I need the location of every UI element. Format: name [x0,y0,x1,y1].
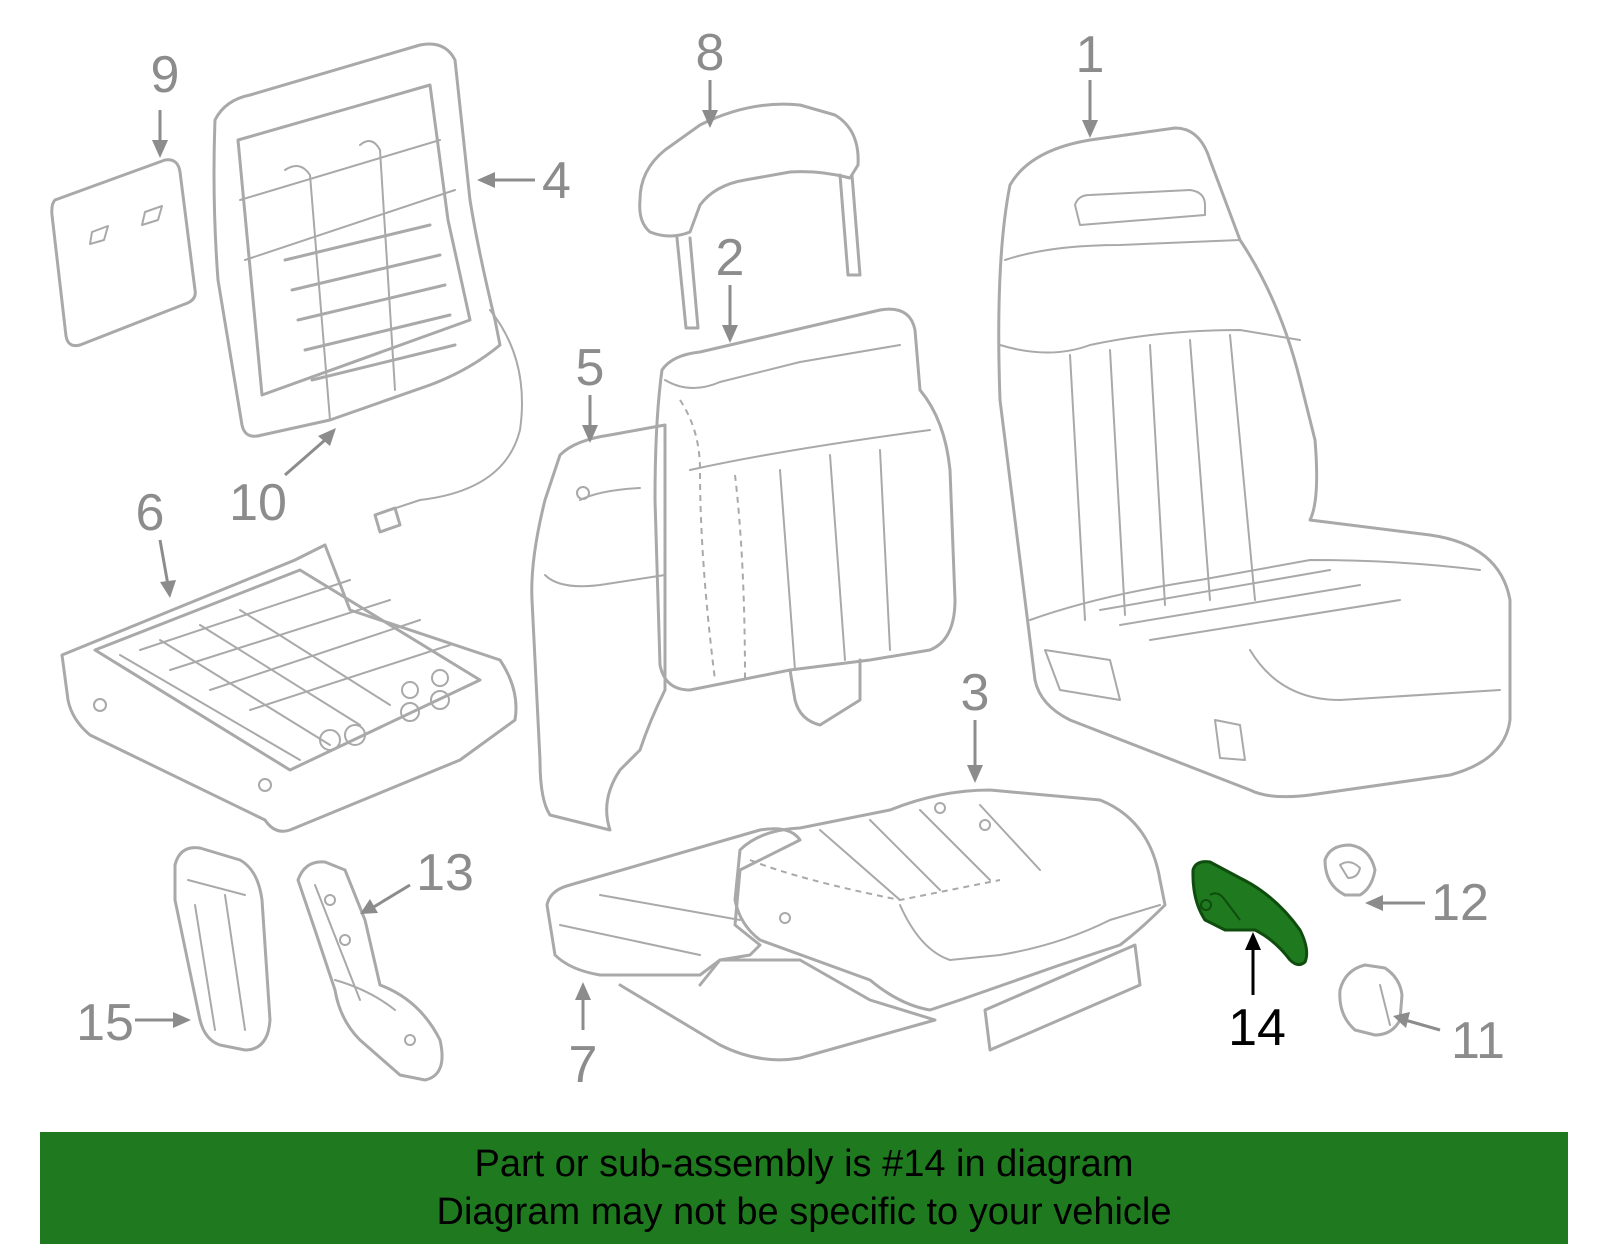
part-8-headrest [638,102,862,330]
banner-line-1: Part or sub-assembly is #14 in diagram [474,1143,1134,1185]
part-7-seat-cushion-pan [545,827,937,1062]
callout-numbers: 1 2 3 4 5 6 7 8 9 10 11 12 13 14 15 [76,24,1505,1094]
leader-10 [284,438,326,477]
callout-13: 13 [416,844,474,902]
callout-6: 6 [136,484,165,542]
callout-10: 10 [229,474,287,532]
part-2-seat-back-cushion [653,307,957,727]
part-13-bracket [296,860,444,1082]
part-11-knob [1338,963,1404,1037]
callout-8: 8 [696,24,725,82]
part-15-bracket [173,846,272,1052]
callout-3: 3 [961,664,990,722]
leader-6 [158,539,170,586]
part-9-back-panel [50,158,197,348]
part-5-seat-back-cover [530,423,667,832]
callout-7: 7 [569,1036,598,1094]
part-1-complete-seat [997,126,1512,799]
callout-12: 12 [1431,874,1489,932]
callout-9: 9 [151,46,180,104]
leader-13 [371,883,411,910]
part-12-clip [1323,843,1377,897]
part-4-seat-back-frame [212,42,523,534]
callout-14: 14 [1228,999,1286,1057]
part-3-seat-cushion [733,788,1167,1052]
part-6-seat-cushion-frame [60,543,518,833]
callout-4: 4 [542,152,571,210]
part-14-highlighted [1191,860,1309,967]
callout-15: 15 [76,994,134,1052]
info-banner: Part or sub-assembly is #14 in diagram D… [40,1132,1568,1244]
leader-11 [1404,1018,1441,1032]
seat-parts-diagram: 1 2 3 4 5 6 7 8 9 10 11 12 13 14 15 [50,24,1512,1094]
callout-5: 5 [576,339,605,397]
callout-1: 1 [1076,26,1105,84]
banner-line-2: Diagram may not be specific to your vehi… [436,1191,1172,1233]
leader-lines [135,80,1441,1032]
callout-2: 2 [716,229,745,287]
callout-11: 11 [1451,1012,1505,1070]
